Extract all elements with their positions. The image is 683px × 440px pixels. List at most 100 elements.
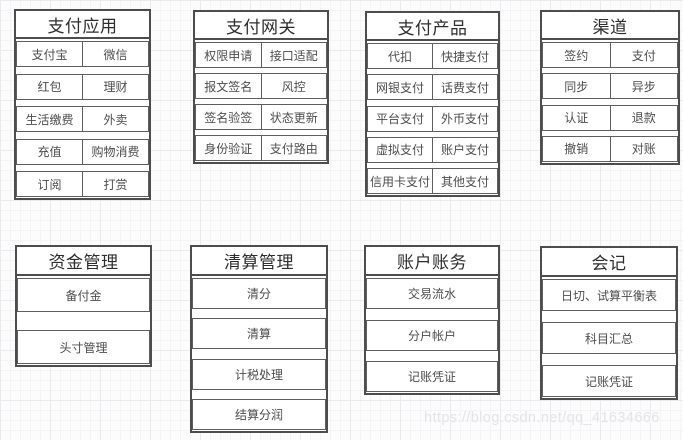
diagram-row: 日切、试算平衡表 — [542, 279, 676, 311]
diagram-cell: 分户帐户 — [407, 328, 456, 343]
panel-clearing-management: 清算管理 清分 清算 计税处理 结算分润 — [190, 245, 328, 433]
diagram-row: 记账凭证 — [366, 361, 498, 392]
diagram-cell: 外币支付 — [432, 106, 497, 131]
diagram-cell: 签约 — [564, 48, 589, 63]
diagram-row: 充值 购物消费 — [16, 138, 149, 165]
diagram-cell: 清算 — [246, 327, 271, 342]
diagram-row: 记账凭证 — [542, 365, 676, 397]
diagram-row: 计税处理 — [192, 358, 326, 390]
diagram-row: 身份验证 支付路由 — [195, 135, 327, 161]
diagram-row: 支付宝 微信 — [16, 41, 149, 67]
watermark-url: https://blog.csdn.net/qq_41634666 — [424, 410, 660, 426]
diagram-cell: 退款 — [609, 105, 678, 130]
panel-rows: 交易流水 分户帐户 记账凭证 — [366, 276, 498, 393]
panel-title: 资金管理 — [17, 247, 150, 276]
diagram-cell: 日切、试算平衡表 — [560, 288, 657, 303]
panel-title: 支付产品 — [367, 13, 498, 41]
diagram-cell: 充值 — [37, 145, 62, 159]
diagram-cell: 对账 — [609, 136, 678, 161]
diagram-cell: 科目汇总 — [584, 331, 633, 346]
panel-accounting: 会记 日切、试算平衡表 科目汇总 记账凭证 — [540, 246, 678, 400]
diagram-cell: 异步 — [609, 74, 678, 99]
diagram-row: 代扣 快捷支付 — [367, 43, 498, 69]
diagram-cell: 记账凭证 — [407, 370, 456, 384]
panel-payment-products: 支付产品 代扣 快捷支付 网银支付 话费支付 平台支付 外币支付 虚拟支付 账户… — [365, 11, 500, 197]
diagram-cell: 支付宝 — [31, 47, 68, 62]
panel-channels: 渠道 签约 支付 同步 异步 认证 退款 撤销 对账 — [540, 10, 680, 165]
diagram-cell: 撤销 — [564, 142, 589, 157]
diagram-cell: 支付路由 — [260, 136, 327, 160]
panel-title: 渠道 — [542, 12, 678, 40]
diagram-cell: 计税处理 — [234, 367, 283, 382]
diagram-cell: 账户支付 — [432, 137, 497, 162]
panel-rows: 备付金 头寸管理 — [17, 276, 150, 365]
diagram-cell: 购物消费 — [82, 139, 148, 164]
diagram-cell: 风控 — [260, 74, 327, 98]
diagram-row: 备付金 — [17, 278, 150, 312]
diagram-cell: 生活缴费 — [25, 112, 74, 127]
diagram-row: 信用卡支付 其他支付 — [367, 168, 498, 194]
panel-payment-apps: 支付应用 支付宝 微信 红包 理财 生活缴费 外卖 充值 购物消费 订阅 打赏 — [14, 9, 151, 200]
diagram-cell: 代扣 — [387, 49, 412, 64]
diagram-cell: 状态更新 — [260, 105, 327, 129]
diagram-cell: 理财 — [82, 74, 148, 99]
diagram-row: 权限申请 接口适配 — [195, 42, 327, 68]
diagram-cell: 接口适配 — [260, 43, 327, 67]
diagram-cell: 虚拟支付 — [375, 143, 424, 158]
panel-account-ledger: 账户账务 交易流水 分户帐户 记账凭证 — [364, 245, 500, 395]
panel-rows: 代扣 快捷支付 网银支付 话费支付 平台支付 外币支付 虚拟支付 账户支付 信用… — [367, 41, 498, 195]
diagram-cell: 快捷支付 — [432, 44, 497, 68]
panel-title: 支付应用 — [16, 11, 149, 39]
diagram-row: 红包 理财 — [16, 73, 149, 100]
diagram-row: 报文签名 风控 — [195, 73, 327, 99]
diagram-row: 签名验签 状态更新 — [195, 104, 327, 130]
diagram-row: 生活缴费 外卖 — [16, 106, 149, 132]
diagram-cell: 话费支付 — [432, 75, 497, 100]
diagram-cell: 平台支付 — [375, 112, 424, 126]
diagram-cell: 支付 — [609, 43, 678, 67]
diagram-cell: 外卖 — [82, 107, 148, 131]
diagram-row: 结算分润 — [192, 398, 326, 430]
diagram-row: 清分 — [192, 278, 326, 309]
panel-title: 会记 — [542, 248, 676, 277]
panel-title: 支付网关 — [195, 12, 327, 40]
diagram-row: 撤销 对账 — [542, 135, 678, 162]
diagram-cell: 同步 — [564, 79, 589, 94]
diagram-cell: 报文签名 — [204, 79, 253, 94]
diagram-cell: 红包 — [37, 80, 62, 94]
diagram-cell: 结算分润 — [234, 407, 283, 422]
diagram-row: 签约 支付 — [542, 42, 678, 68]
diagram-row: 订阅 打赏 — [16, 171, 149, 197]
diagram-row: 认证 退款 — [542, 104, 678, 131]
panel-title: 清算管理 — [192, 247, 326, 276]
diagram-cell: 身份验证 — [204, 141, 253, 156]
panel-rows: 权限申请 接口适配 报文签名 风控 签名验签 状态更新 身份验证 支付路由 — [195, 40, 327, 162]
diagram-row: 同步 异步 — [542, 73, 678, 100]
diagram-cell: 网银支付 — [375, 80, 424, 95]
diagram-cell: 信用卡支付 — [369, 174, 430, 189]
diagram-row: 科目汇总 — [542, 322, 676, 354]
diagram-row: 网银支付 话费支付 — [367, 74, 498, 101]
diagram-row: 平台支付 外币支付 — [367, 105, 498, 132]
diagram-cell: 备付金 — [65, 288, 102, 303]
diagram-cell: 微信 — [82, 42, 148, 66]
panel-rows: 日切、试算平衡表 科目汇总 记账凭证 — [542, 277, 676, 398]
panel-fund-management: 资金管理 备付金 头寸管理 — [15, 245, 152, 367]
diagram-cell: 交易流水 — [407, 287, 456, 301]
diagram-cell: 权限申请 — [204, 48, 253, 63]
diagram-row: 分户帐户 — [366, 319, 498, 351]
diagram-cell: 清分 — [246, 287, 271, 301]
diagram-cell: 记账凭证 — [584, 374, 633, 389]
diagram-row: 虚拟支付 账户支付 — [367, 136, 498, 163]
panel-payment-gateway: 支付网关 权限申请 接口适配 报文签名 风控 签名验签 状态更新 身份验证 支付… — [193, 10, 329, 164]
diagram-cell: 打赏 — [82, 172, 148, 196]
diagram-cell: 订阅 — [37, 177, 62, 192]
panel-rows: 清分 清算 计税处理 结算分润 — [192, 276, 326, 431]
diagram-row: 交易流水 — [366, 278, 498, 309]
panel-rows: 支付宝 微信 红包 理财 生活缴费 外卖 充值 购物消费 订阅 打赏 — [16, 39, 149, 198]
panel-rows: 签约 支付 同步 异步 认证 退款 撤销 对账 — [542, 40, 678, 163]
diagram-row: 清算 — [192, 318, 326, 350]
diagram-cell: 认证 — [564, 111, 589, 126]
diagram-row: 头寸管理 — [17, 330, 150, 364]
